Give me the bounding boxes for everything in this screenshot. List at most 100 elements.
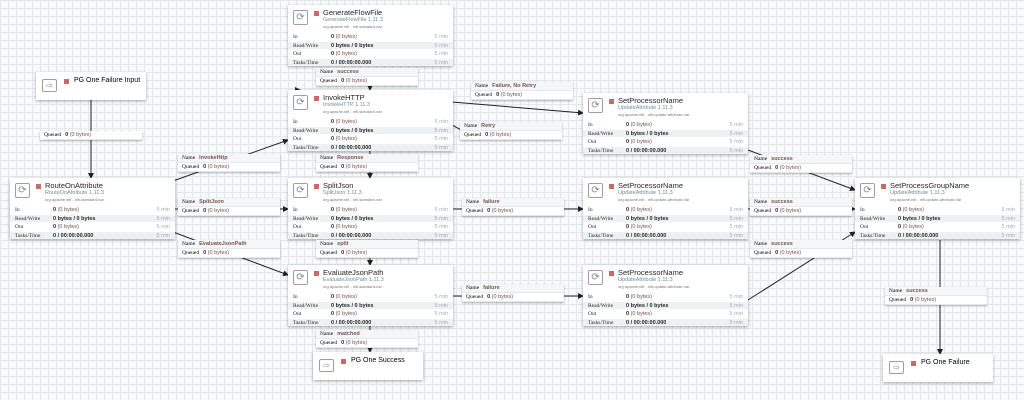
output-port[interactable]: ⇨PG One Success [313,352,423,380]
queued-count: 0 [775,165,779,171]
relationship-name: Failure, No Retry [492,83,537,89]
stat-value: 0 / 00:00:00.000 [331,144,372,151]
stat-value: 0 [53,224,57,230]
processor-type: UpdateAttribute 1.11.3 [618,190,673,196]
queued-label: Queued [320,164,338,170]
stopped-icon [881,184,886,189]
stat-window: 5 min [729,311,743,317]
processor-icon: ⟳ [588,183,603,198]
name-label: Name [754,241,768,247]
processor-sp1[interactable]: ⟳ SetProcessorName UpdateAttribute 1.11.… [583,93,748,154]
processor-sp2[interactable]: ⟳ SetProcessorName UpdateAttribute 1.11.… [583,178,748,239]
relationship-name: success [771,156,793,162]
stat-extra: (0 bytes) [335,119,357,125]
stat-extra: (0 bytes) [335,136,357,142]
stat-value: 0 [626,294,630,300]
stat-value: 0 / 00:00:00.000 [626,147,667,154]
queued-label: Queued [466,208,484,214]
processor-sp3[interactable]: ⟳ SetProcessorName UpdateAttribute 1.11.… [583,265,748,326]
connection-line[interactable] [451,101,584,116]
input-port[interactable]: ⇨PG One Failure Input [36,72,146,100]
stat-value: 0 / 00:00:00.000 [53,232,94,239]
output-port[interactable]: ⇨PG One Failure [883,354,993,382]
queued-bytes: (0 bytes) [345,250,368,256]
stat-label: Read/Write [588,130,614,137]
queued-label: Queued [466,294,484,300]
stat-row: Tasks/Time 0 / 00:00:00.000 5 min [288,142,453,151]
processor-split[interactable]: ⟳ SplitJson SplitJson 1.11.3 org.apache.… [288,178,453,239]
stat-window: 5 min [156,215,170,222]
stat-value: 0 [626,224,630,230]
stat-label: Tasks/Time [15,232,41,239]
relationship-name: success [771,241,793,247]
stat-value: 0 [331,224,335,230]
stat-label: Read/Write [15,215,41,222]
queued-bytes: (0 bytes) [779,250,802,256]
stat-window: 5 min [729,294,743,300]
queued-label: Queued [754,250,772,256]
processor-eval[interactable]: ⟳ EvaluateJsonPath EvaluateJsonPath 1.11… [288,265,453,326]
queued-count: 0 [341,78,345,84]
queued-label: Queued [754,208,772,214]
stat-window: 5 min [729,147,743,154]
queued-count: 0 [341,340,345,346]
relationship-name: InvokeHttp [199,155,228,161]
processor-bundle: org.apache.nifi - nifi-standard-nar [45,197,104,202]
stat-value: 0 bytes / 0 bytes [331,42,374,49]
stat-window: 5 min [729,224,743,230]
stat-value: 0 [331,136,335,142]
stat-window: 5 min [156,232,170,239]
stat-window: 5 min [434,42,448,49]
processor-name: SplitJson [323,181,354,190]
stat-window: 5 min [434,224,448,230]
name-label: Name [754,156,768,162]
stat-label: Read/Write [588,302,614,309]
stat-window: 5 min [729,139,743,145]
queued-label: Queued [475,92,493,98]
processor-type: UpdateAttribute 1.11.3 [890,190,945,196]
stat-window: 5 min [434,207,448,213]
stat-label: In [15,207,20,213]
stat-label: Tasks/Time [860,232,886,239]
relationship-name: failure [483,285,500,291]
stopped-icon [341,359,346,364]
stat-window: 5 min [434,144,448,151]
queued-count: 0 [341,164,345,170]
stat-row: Tasks/Time 0 / 00:00:00.000 5 min [10,230,175,239]
processor-spg[interactable]: ⟳ SetProcessGroupName UpdateAttribute 1.… [855,178,1020,239]
stat-label: In [588,122,593,128]
stat-label: Tasks/Time [293,144,319,151]
processor-route[interactable]: ⟳ RouteOnAttribute RouteOnAttribute 1.11… [10,178,175,239]
name-label: Name [464,123,478,129]
processor-name: SetProcessorName [618,268,684,277]
processor-invoke[interactable]: ⟳ InvokeHTTP InvokeHTTP 1.11.3 org.apach… [288,90,453,151]
queued-count: 0 [203,208,207,214]
processor-gen[interactable]: ⟳ GenerateFlowFile GenerateFlowFile 1.11… [288,5,453,66]
